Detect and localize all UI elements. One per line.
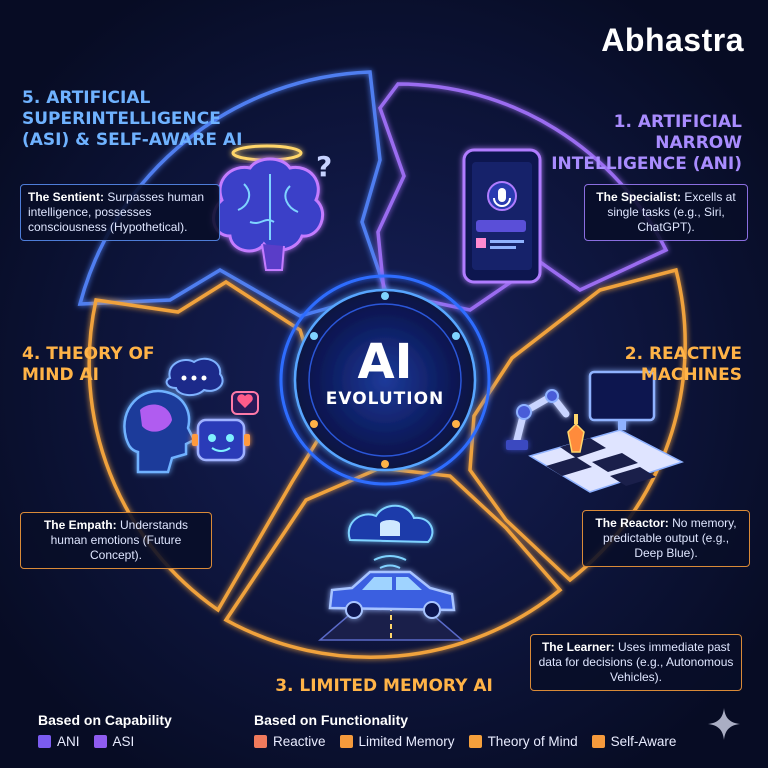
legend-item-asi: ASI <box>93 734 135 749</box>
stage-tag: The Empath: <box>43 518 117 532</box>
legend-item-limited-memory: Limited Memory <box>339 734 455 749</box>
stage-tag: The Reactor: <box>595 516 669 530</box>
center-title: AI <box>357 334 413 390</box>
core-node <box>381 292 389 300</box>
segment-tom-outline <box>87 279 332 613</box>
stage-title-asi: 5. ARTIFICIAL SUPERINTELLIGENCE (ASI) & … <box>22 88 243 150</box>
speech-bubble-icon <box>165 357 224 396</box>
stage-desc-asi: The Sentient: Surpasses human intelligen… <box>20 184 220 241</box>
microphone-icon <box>493 188 511 207</box>
legend-label: ANI <box>57 734 80 749</box>
core-inner-ring <box>308 303 462 457</box>
stage-desc-ani: The Specialist: Excells at single tasks … <box>584 184 748 241</box>
legend-label: ASI <box>112 734 135 749</box>
smartphone-icon <box>462 148 542 284</box>
core-node <box>310 332 318 340</box>
legend-label: Reactive <box>273 734 326 749</box>
robot-face-icon <box>192 418 250 462</box>
legend-swatch <box>93 735 107 748</box>
stage-tag: The Specialist: <box>596 190 681 204</box>
legend-item-self-aware: Self-Aware <box>591 734 677 749</box>
chess-board-icon <box>528 429 684 493</box>
svg-text:?: ? <box>316 150 332 183</box>
cloud-database-icon <box>347 504 434 569</box>
stage-title-tom: 4. THEORY OF MIND AI <box>22 344 155 385</box>
center-label: AI EVOLUTION <box>310 335 460 409</box>
question-mark-icon: ? <box>316 150 332 183</box>
car-icon <box>328 570 456 619</box>
legend-swatch <box>468 735 482 748</box>
legend-heading: Based on Functionality <box>254 712 409 728</box>
legend-label: Self-Aware <box>610 734 677 749</box>
legend-functionality: Based on Functionality Reactive Limited … <box>254 712 676 749</box>
legend-capability: Based on Capability ANI ASI <box>38 712 172 749</box>
legend-heading: Based on Capability <box>38 712 172 728</box>
legend-item-theory-of-mind: Theory of Mind <box>468 734 578 749</box>
stage-title-ani: 1. ARTIFICIAL NARROW INTELLIGENCE (ANI) <box>551 112 742 174</box>
center-subtitle: EVOLUTION <box>325 389 445 409</box>
core-outer-ring <box>279 274 491 486</box>
core-node <box>452 332 460 340</box>
monitor-icon <box>588 370 656 430</box>
heart-icon <box>231 391 259 415</box>
legend-item-ani: ANI <box>38 734 80 749</box>
chess-king-icon <box>567 414 585 453</box>
stage-desc-text: Understands human emotions (Future Conce… <box>50 518 189 562</box>
head-profile-icon <box>123 389 196 474</box>
stage-tag: The Learner: <box>541 640 615 654</box>
stage-desc-text: Excells at single tasks (e.g., Siri, Cha… <box>607 190 736 234</box>
legend-label: Theory of Mind <box>487 734 578 749</box>
brand-logo: Abhastra <box>601 22 744 58</box>
stage-desc-text: No memory, predictable output (e.g., Dee… <box>602 516 737 560</box>
legend-label: Limited Memory <box>358 734 455 749</box>
sparkle-icon <box>708 708 740 740</box>
core-node <box>310 420 318 428</box>
stage-title-reactive: 2. REACTIVE MACHINES <box>624 344 742 385</box>
segment-reactive-outline <box>468 267 687 583</box>
legend-swatch <box>591 735 605 748</box>
brain-icon <box>212 157 325 271</box>
stage-desc-text: Uses immediate past data for decisions (… <box>538 640 734 684</box>
stage-title-limited: 3. LIMITED MEMORY AI <box>275 676 493 696</box>
legend-swatch <box>339 735 353 748</box>
robot-arm-icon <box>506 389 570 450</box>
segment-ani-outline <box>376 82 669 312</box>
stage-desc-reactive: The Reactor: No memory, predictable outp… <box>582 510 750 567</box>
legend-item-reactive: Reactive <box>254 734 326 749</box>
stage-desc-text: Surpasses human intelligence, possesses … <box>28 190 205 234</box>
segment-limited-outline <box>223 466 563 659</box>
core-node <box>381 460 389 468</box>
stage-desc-limited: The Learner: Uses immediate past data fo… <box>530 634 742 691</box>
core-mid-ring <box>293 288 477 472</box>
legend-swatch <box>254 735 267 748</box>
stage-desc-tom: The Empath: Understands human emotions (… <box>20 512 212 569</box>
legend-swatch <box>38 735 51 748</box>
core-node <box>452 420 460 428</box>
stage-tag: The Sentient: <box>28 190 105 204</box>
